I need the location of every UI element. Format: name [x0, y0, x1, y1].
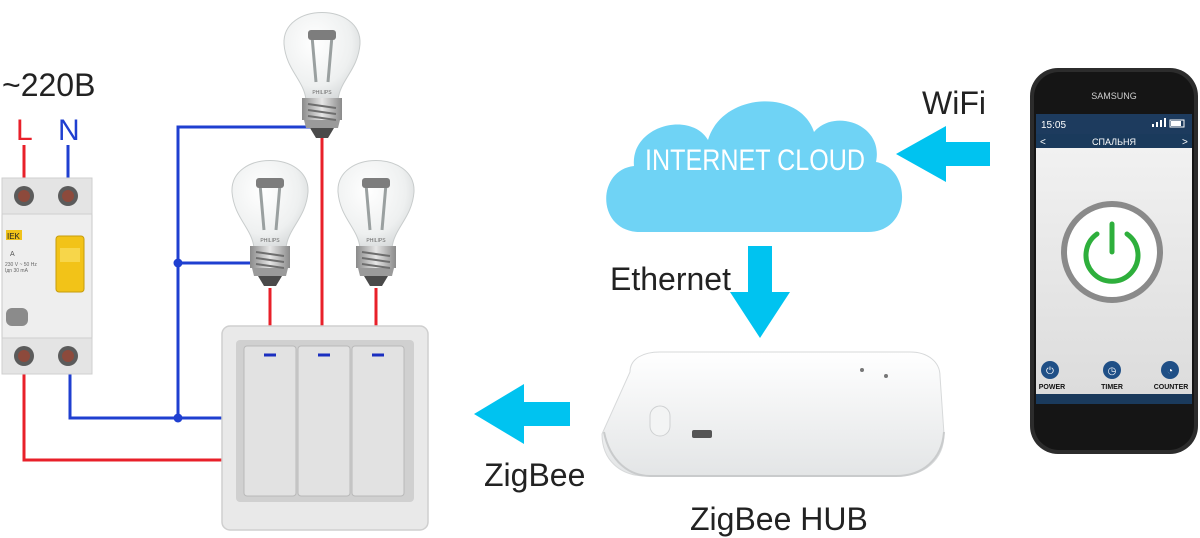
line-label: L: [16, 114, 33, 147]
switch-key-2: [297, 345, 351, 497]
zigbee-label: ZigBee: [484, 457, 585, 493]
rcd-breaker: IEK A 230 V ~ 50 Hz Iдn 30 mA: [1, 177, 93, 375]
hub-button: [649, 405, 671, 437]
live-wire-feed: [22, 372, 233, 462]
switch-key-1: [243, 345, 297, 497]
zigbee-arrow: [474, 384, 570, 444]
counter-button[interactable]: [1161, 361, 1179, 379]
counter-button-label: COUNTER: [1154, 384, 1189, 391]
bulb-left: PHILIPS: [230, 159, 310, 288]
room-title: СПАЛЬНЯ: [1092, 137, 1136, 147]
next-room-button[interactable]: >: [1182, 137, 1188, 148]
breaker-toggle: [55, 235, 85, 293]
smartphone: SAMSUNG 15:05 < СПАЛЬНЯ > ⏻ POWER ◷ TIME…: [1030, 68, 1198, 454]
voltage-label: ~220B: [2, 67, 95, 103]
hub-led: [860, 368, 864, 372]
counter-icon: ◔: [1167, 366, 1173, 377]
neutral-label: N: [58, 114, 80, 147]
status-bar: [1036, 114, 1192, 134]
prev-room-button[interactable]: <: [1040, 137, 1046, 148]
terminal-screw: [62, 350, 74, 362]
phone-nav-bar: [1036, 394, 1192, 404]
timer-icon: ◷: [1108, 366, 1117, 377]
hub-usb-port: [692, 430, 712, 438]
breaker-rating: A: [10, 251, 15, 258]
timer-button-label: TIMER: [1101, 384, 1123, 391]
status-time: 15:05: [1041, 120, 1066, 131]
terminal-screw: [62, 190, 74, 202]
bulb-top: PHILIPS: [282, 11, 362, 140]
neutral-junction-top: [173, 258, 183, 268]
hub-label: ZigBee HUB: [690, 501, 868, 537]
bulb-brand: PHILIPS: [312, 90, 332, 96]
battery-icon: [1169, 119, 1185, 128]
test-button: [6, 308, 28, 326]
bulb-brand: PHILIPS: [260, 238, 280, 244]
bottom-bar: ⏻ POWER ◷ TIMER ◔ COUNTER: [1039, 361, 1189, 391]
app-header: [1036, 134, 1192, 148]
signal-icon: [1152, 118, 1166, 127]
breaker-brand: IEK: [7, 232, 21, 241]
zigbee-wall-switch: [221, 325, 429, 531]
bulb-brand: PHILIPS: [366, 238, 386, 244]
power-toggle[interactable]: [1061, 201, 1163, 303]
ethernet-arrow: [730, 246, 790, 338]
switch-key-3: [351, 345, 405, 497]
power-button-label: POWER: [1039, 384, 1065, 391]
hub-led: [884, 374, 888, 378]
terminal-screw: [18, 190, 30, 202]
timer-button[interactable]: [1103, 361, 1121, 379]
zigbee-hub: [601, 351, 945, 477]
neutral-wire-loop: [68, 372, 233, 420]
bulb-right: PHILIPS: [336, 159, 416, 288]
phone-brand: SAMSUNG: [1091, 91, 1137, 101]
power-icon: [1083, 231, 1141, 284]
breaker-spec-1: 230 V ~ 50 Hz: [5, 262, 37, 268]
wifi-label: WiFi: [922, 85, 986, 121]
neutral-junction-bottom: [173, 413, 183, 423]
cloud-label: INTERNET CLOUD: [645, 144, 865, 177]
ethernet-label: Ethernet: [610, 261, 731, 297]
power-button[interactable]: [1041, 361, 1059, 379]
neutral-bus: [176, 125, 310, 418]
wifi-arrow: [896, 126, 990, 182]
breaker-spec-2: Iдn 30 mA: [5, 268, 29, 274]
terminal-screw: [18, 350, 30, 362]
internet-cloud: INTERNET CLOUD: [606, 101, 903, 232]
power-icon: ⏻: [1046, 366, 1054, 377]
